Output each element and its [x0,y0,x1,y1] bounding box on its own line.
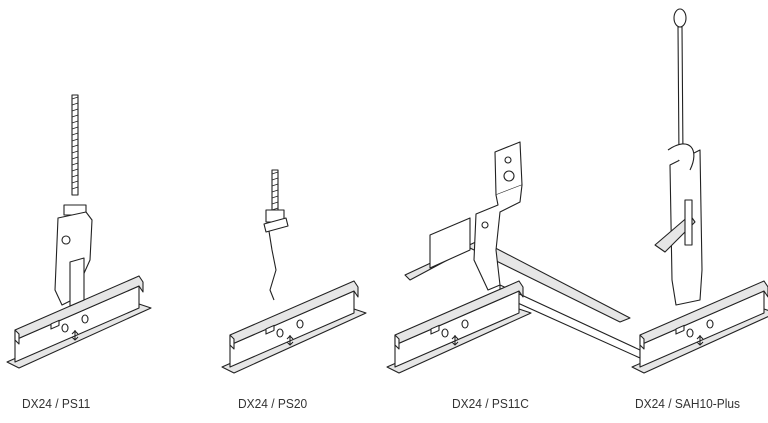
figure-ps11 [6,94,152,369]
figure-ps20 [221,169,367,374]
figure-ps11c [386,141,641,374]
threaded-rod [71,94,79,196]
figure-label-ps11c: DX24 / PS11C [452,396,529,411]
figure-sah10-plus [631,8,768,374]
figure-label-ps11: DX24 / PS11 [22,396,91,411]
figure-label-ps20: DX24 / PS20 [238,396,308,411]
figure-label-sah10-plus: DX24 / SAH10-Plus [635,396,741,411]
